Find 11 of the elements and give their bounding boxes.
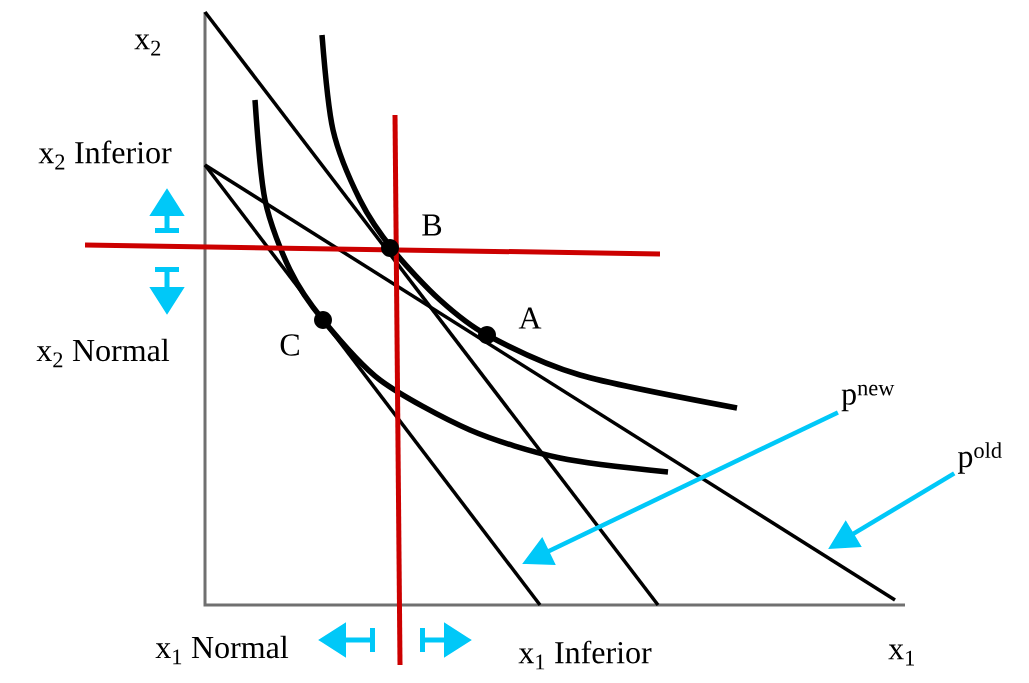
axis-note: x$_{2}$ Normal bbox=[36, 338, 170, 368]
price-label: p$^{new}$ bbox=[841, 384, 895, 412]
price-label: p$^{old}$ bbox=[957, 442, 1002, 474]
axis-label: x$_{1}$ bbox=[888, 644, 914, 666]
axis-note: x$_{1}$ Inferior bbox=[518, 640, 652, 670]
axis-label: x$_{2}$ bbox=[134, 34, 161, 56]
axis-note: x$_{1}$ Normal bbox=[155, 635, 289, 665]
point-label: C bbox=[280, 334, 299, 356]
axis-note: x$_{2}$ Inferior bbox=[38, 140, 172, 170]
point-label: B bbox=[422, 214, 442, 236]
point-label: A bbox=[518, 307, 542, 329]
